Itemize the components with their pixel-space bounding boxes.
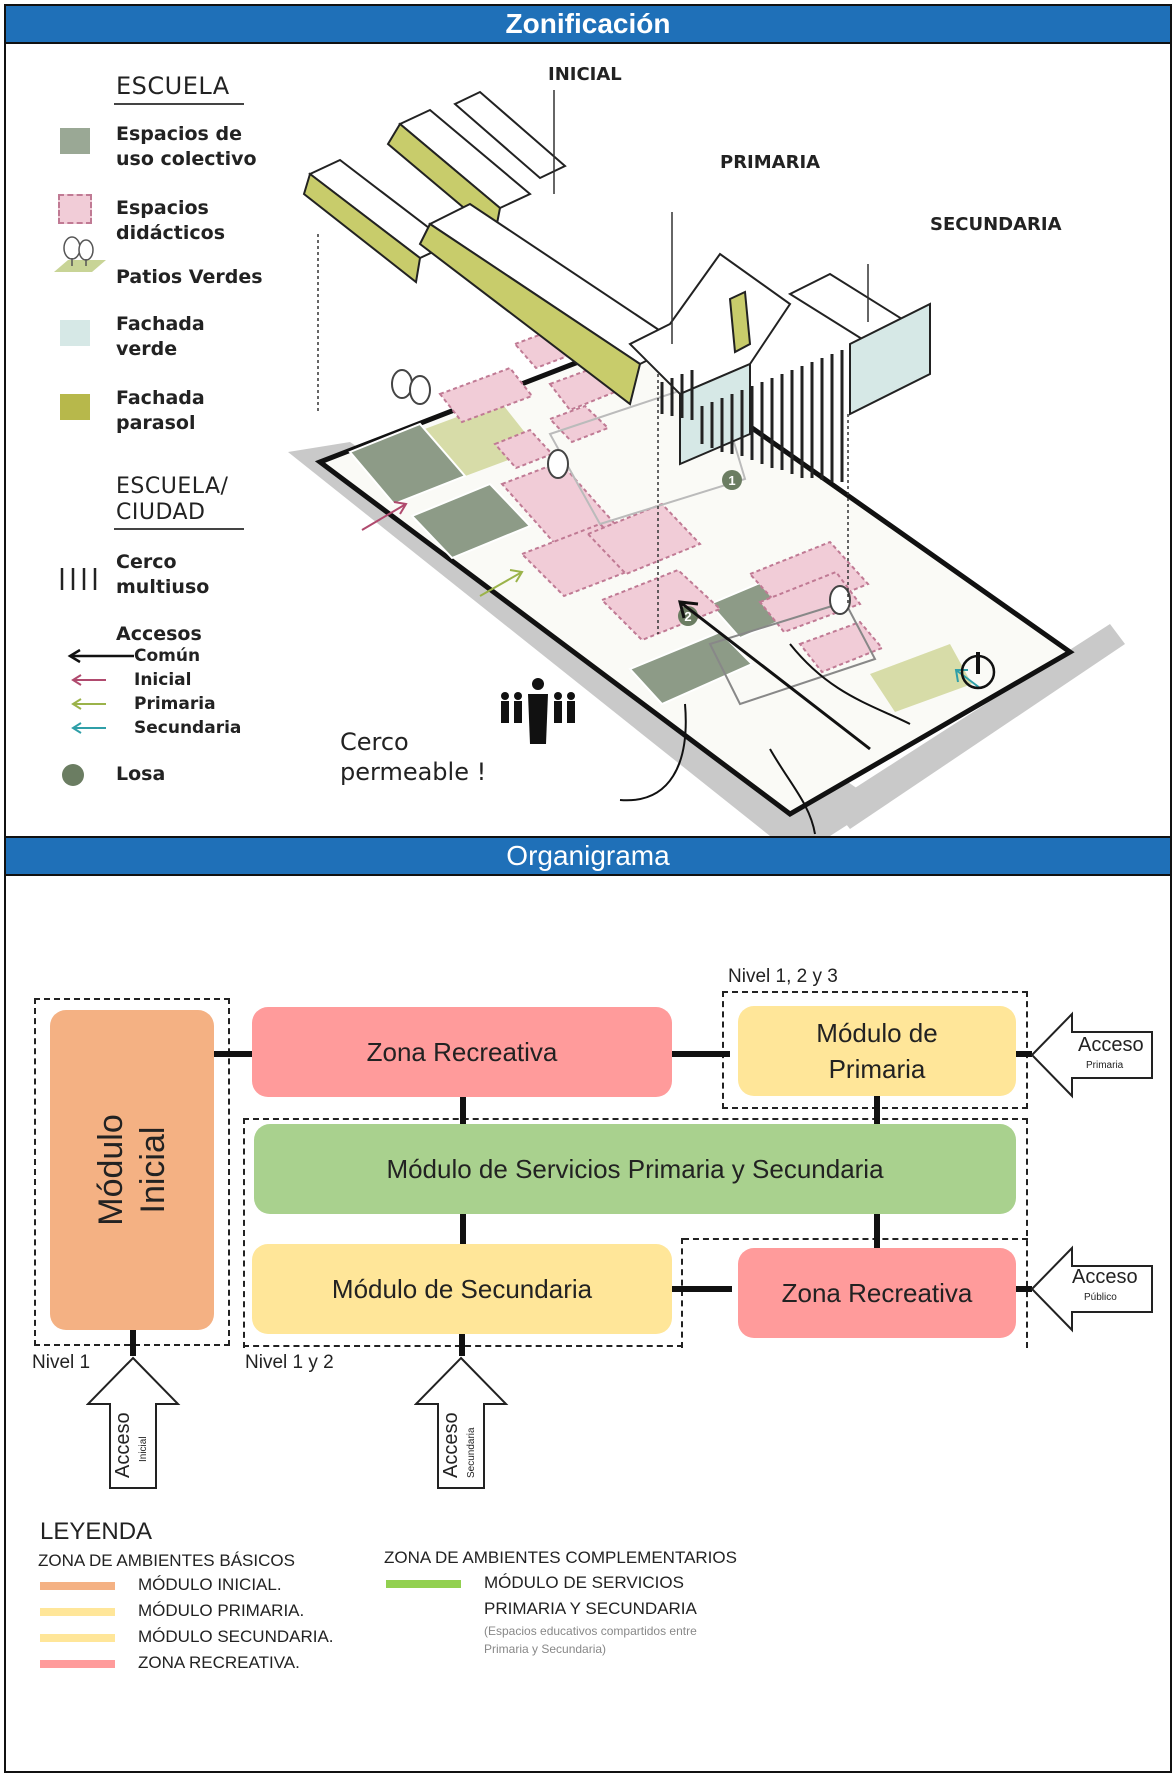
divider: [6, 836, 1170, 838]
swatch-didacticos: [58, 194, 92, 224]
access-primaria-label: Acceso: [1078, 1034, 1144, 1056]
legend-acceso-inicial: Inicial: [134, 670, 192, 690]
access-inicial-sub: Inicial: [138, 1436, 149, 1462]
zonificacion-isometric-drawing: 1 2: [288, 90, 1125, 836]
swatch-fachada-verde: [60, 320, 90, 346]
legend-acceso-comun: Común: [134, 646, 201, 666]
group-divider: [683, 1238, 1028, 1240]
label-cerco-permeable-2: permeable !: [340, 758, 487, 786]
box-zona-recreativa-top: Zona Recreativa: [252, 1007, 672, 1097]
legend-fachada-parasol: Fachada parasol: [116, 387, 205, 434]
leyenda-modulo-secundaria: MÓDULO SECUNDARIA.: [138, 1627, 334, 1646]
access-primaria-sub: Primaria: [1086, 1060, 1124, 1071]
connector: [670, 1051, 730, 1057]
label-secundaria: SECUNDARIA: [930, 214, 1062, 235]
access-primaria-arrow-icon: [1030, 1011, 1153, 1099]
connector: [672, 1286, 732, 1292]
access-secundaria-arrow-icon: [414, 1356, 509, 1489]
connector: [130, 1328, 136, 1356]
access-inicial-arrow-icon: [86, 1356, 181, 1489]
group-nivel-12: [243, 1118, 1028, 1348]
connector: [874, 1092, 880, 1128]
losa-marker-2: 2: [684, 609, 691, 624]
leyenda-servicios-2: PRIMARIA Y SECUNDARIA: [484, 1599, 697, 1618]
divider: [6, 874, 1170, 876]
zonificacion-title: Zonificación: [6, 6, 1170, 42]
swatch-fachada-parasol: [60, 394, 90, 420]
connector: [1012, 1051, 1032, 1057]
legend-acceso-secundaria: Secundaria: [134, 718, 242, 738]
legend-patios-verdes: Patios Verdes: [116, 266, 263, 288]
swatch-modulo-inicial: [40, 1582, 115, 1590]
access-inicial-label: Acceso: [112, 1412, 134, 1478]
label-primaria: PRIMARIA: [720, 152, 821, 173]
label-inicial: INICIAL: [548, 64, 622, 85]
leyenda-modulo-primaria: MÓDULO PRIMARIA.: [138, 1601, 305, 1620]
legend-losa: Losa: [116, 763, 166, 785]
connector: [460, 1092, 466, 1128]
swatch-modulo-primaria: [40, 1608, 115, 1616]
connector: [874, 1206, 880, 1248]
leyenda-zona-recreativa: ZONA RECREATIVA.: [138, 1653, 300, 1672]
heading-underline: [114, 103, 244, 105]
heading-underline: [114, 528, 244, 530]
access-secundaria-sub: Secundaria: [466, 1427, 477, 1478]
access-arrows-icon: [67, 648, 134, 734]
leyenda-servicios-note-1: (Espacios educativos compartidos entre: [484, 1624, 697, 1638]
losa-icon: [62, 764, 84, 786]
losa-marker-1: 1: [728, 473, 735, 488]
leyenda-complementarios-heading: ZONA DE AMBIENTES COMPLEMENTARIOS: [384, 1548, 737, 1567]
leyenda-basicos-heading: ZONA DE AMBIENTES BÁSICOS: [38, 1551, 295, 1570]
organigrama-title: Organigrama: [6, 838, 1170, 874]
box-modulo-inicial: Módulo Inicial: [50, 1010, 214, 1330]
box-modulo-primaria: Módulo de Primaria: [738, 1006, 1016, 1096]
page-frame: [4, 4, 1172, 1773]
box-zona-recreativa-bottom: Zona Recreativa: [738, 1248, 1016, 1338]
label-cerco-permeable-1: Cerco: [340, 728, 409, 756]
leyenda-modulo-inicial: MÓDULO INICIAL.: [138, 1575, 282, 1594]
legend-fachada-verde: Fachada verde: [116, 313, 205, 360]
label-nivel-12: Nivel 1 y 2: [245, 1352, 334, 1373]
legend-acceso-primaria: Primaria: [134, 694, 216, 714]
access-publico-label: Acceso: [1072, 1266, 1138, 1288]
connector: [1012, 1286, 1032, 1292]
legend-didacticos: Espacios didácticos: [116, 197, 226, 244]
leyenda-servicios-1: MÓDULO DE SERVICIOS: [484, 1573, 684, 1592]
swatch-zona-recreativa: [40, 1660, 115, 1668]
legend-accesos-heading: Accesos: [116, 623, 202, 645]
divider: [6, 42, 1170, 44]
cerco-multiuso-icon: [60, 568, 97, 590]
swatch-servicios: [386, 1580, 461, 1588]
leyenda-servicios-note-2: Primaria y Secundaria): [484, 1642, 607, 1656]
box-modulo-inicial-label: Módulo Inicial: [91, 1114, 172, 1226]
legend-heading-escuela-ciudad-2: CIUDAD: [116, 500, 206, 525]
access-publico-arrow-icon: [1030, 1245, 1153, 1333]
tree-icon: [54, 236, 106, 272]
group-divider: [681, 1238, 683, 1348]
label-nivel-123: Nivel 1, 2 y 3: [728, 966, 838, 987]
swatch-uso-colectivo: [60, 128, 90, 154]
legend-heading-escuela: ESCUELA: [116, 72, 230, 100]
access-secundaria-label: Acceso: [440, 1412, 462, 1478]
connector: [460, 1206, 466, 1248]
label-nivel-1: Nivel 1: [32, 1352, 91, 1373]
swatch-modulo-secundaria: [40, 1634, 115, 1642]
legend-heading-escuela-ciudad-1: ESCUELA/: [116, 474, 229, 499]
box-servicios: Módulo de Servicios Primaria y Secundari…: [254, 1124, 1016, 1214]
legend-cerco-multiuso: Cerco multiuso: [116, 551, 210, 598]
legend-uso-colectivo: Espacios de uso colectivo: [116, 123, 257, 170]
connector: [459, 1328, 465, 1356]
connector: [210, 1051, 256, 1057]
access-publico-sub: Público: [1084, 1292, 1117, 1303]
box-modulo-secundaria: Módulo de Secundaria: [252, 1244, 672, 1334]
leyenda-title: LEYENDA: [40, 1518, 153, 1545]
